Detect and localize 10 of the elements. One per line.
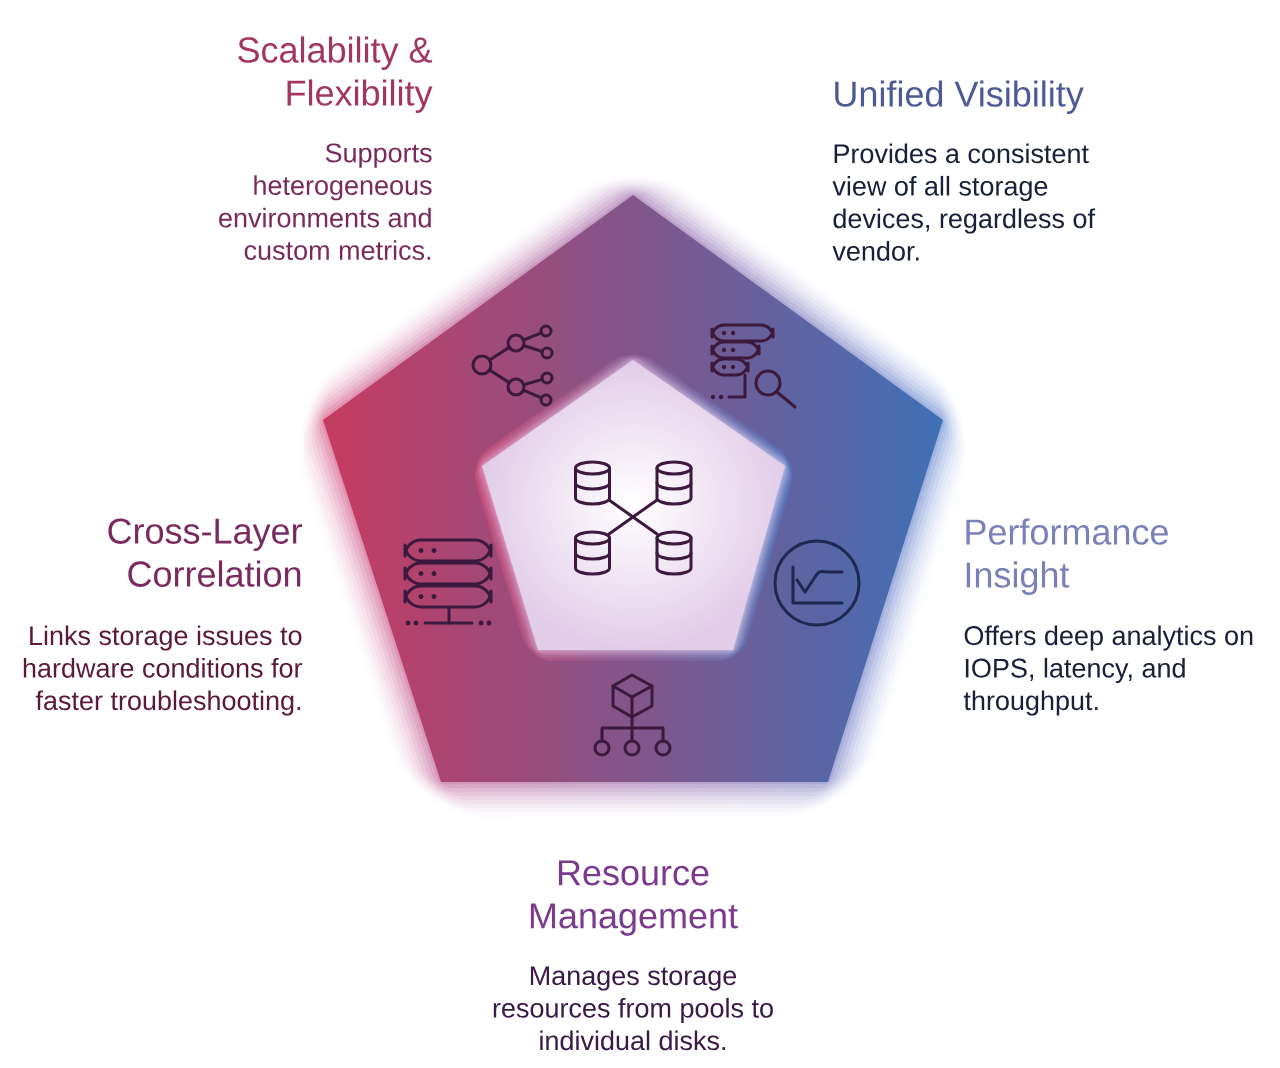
heading: Resource Management (530, 860, 738, 936)
heading: Scalability & Flexibility (238, 36, 433, 113)
description: Manages storage resources from pools to individual disks. (493, 966, 773, 1051)
description: Provides a consistent view of all storage devices, regardless of vendor. (832, 143, 1095, 261)
heading: Unified Visibility (835, 80, 1084, 114)
heading: Cross-Layer Correlation (108, 518, 302, 587)
description: Links storage issues to hardware conditions for faster troubleshooting. (23, 625, 303, 716)
description: Supports heterogeneous environments and custom metrics. (219, 143, 432, 260)
heading: Performance Insight (966, 518, 1168, 595)
description: Offers deep analytics on IOPS, latency, and throughput. (963, 625, 1253, 716)
